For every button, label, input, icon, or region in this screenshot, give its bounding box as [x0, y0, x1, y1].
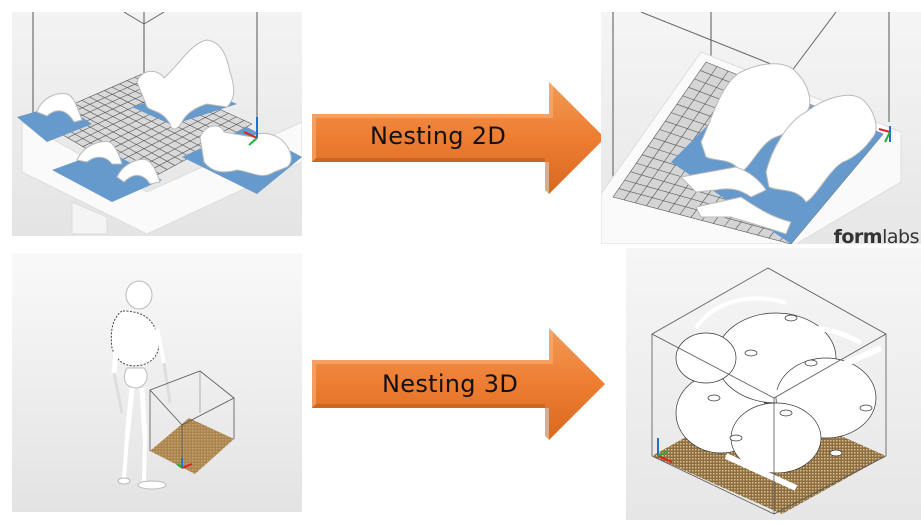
nesting-2d-arrow: Nesting 2D	[312, 82, 608, 194]
nesting-3d-arrow: Nesting 3D	[312, 328, 608, 440]
panel-before-3d	[12, 253, 302, 512]
arrow-right-icon	[312, 328, 605, 440]
build-platform-scattered-parts-icon	[17, 12, 302, 235]
nesting-3d-label: Nesting 3D	[382, 370, 519, 398]
nesting-2d-label: Nesting 2D	[370, 122, 507, 150]
grid-line	[96, 93, 206, 150]
arrow-right-icon	[312, 82, 605, 194]
formlabs-watermark: formlabs	[833, 226, 920, 244]
panel-after-3d	[626, 248, 921, 520]
watermark-rest: labs	[882, 226, 919, 244]
panel-after-2d: formlabs	[601, 12, 921, 244]
build-platform-nested-parts-icon	[601, 12, 902, 244]
skeleton-and-build-volume-icon	[110, 280, 235, 490]
packed-build-volume-icon	[651, 267, 887, 515]
watermark-bold: form	[833, 226, 883, 244]
panel-before-2d	[12, 12, 302, 236]
grid-line	[113, 109, 221, 165]
